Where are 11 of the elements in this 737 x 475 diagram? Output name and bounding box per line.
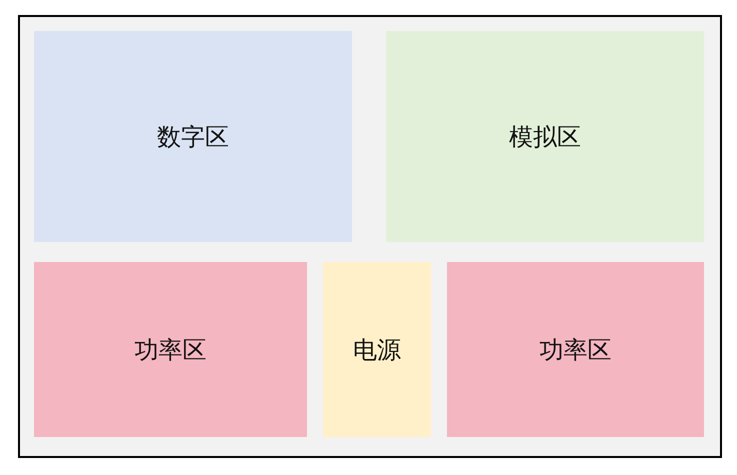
zone-box [447,262,704,437]
zone-label: 数字区 [157,122,229,152]
zone-label: 功率区 [540,334,612,366]
zone-box [34,262,307,437]
zone-label: 功率区 [134,334,206,366]
zone-box [323,262,431,437]
zone-label: 模拟区 [509,122,581,152]
zone-label: 电源 [353,334,401,366]
zone-box [34,31,352,242]
board-outline [18,15,722,458]
zone-box [386,31,704,242]
